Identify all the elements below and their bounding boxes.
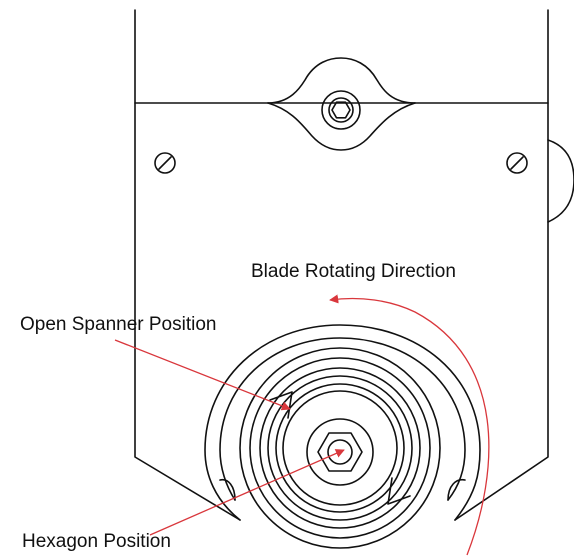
blade-rotation-arrow: [329, 294, 490, 556]
housing-upper-body: [134, 9, 549, 104]
blade-rotating-direction-label: Blade Rotating Direction: [251, 261, 456, 282]
guard-lower-join: [447, 478, 466, 501]
top-boss-lower: [267, 102, 416, 151]
open-spanner-position-label: Open Spanner Position: [20, 314, 217, 335]
top-bolt-ring-inner: [328, 97, 354, 123]
hexagon-leader: [149, 449, 345, 536]
flange-ring-6: [282, 390, 398, 506]
top-bolt-hex: [331, 101, 351, 119]
blade-guard-outline: [134, 102, 549, 521]
top-boss: [267, 57, 416, 104]
hexagon-position-label: Hexagon Position: [22, 531, 171, 552]
flange-ring-2: [249, 357, 431, 539]
flange-ring-3: [259, 367, 421, 529]
outer-guard-ring: [204, 324, 481, 521]
spanner-flat-right: [387, 477, 411, 505]
hexagon-bore: [327, 439, 353, 465]
right-mounting-hole: [506, 152, 528, 174]
flange-ring-4: [267, 375, 413, 521]
guard-lower-join-left: [219, 478, 236, 501]
left-mounting-hole: [154, 152, 176, 174]
outer-flange: [239, 347, 441, 549]
top-bolt-ring: [321, 90, 361, 130]
flange-ring-5: [275, 383, 405, 513]
washer: [306, 418, 374, 486]
hexagon-nut: [317, 432, 363, 472]
right-side-tab: [547, 139, 574, 223]
open-spanner-leader: [114, 339, 291, 411]
inner-guard-ring: [219, 337, 466, 501]
